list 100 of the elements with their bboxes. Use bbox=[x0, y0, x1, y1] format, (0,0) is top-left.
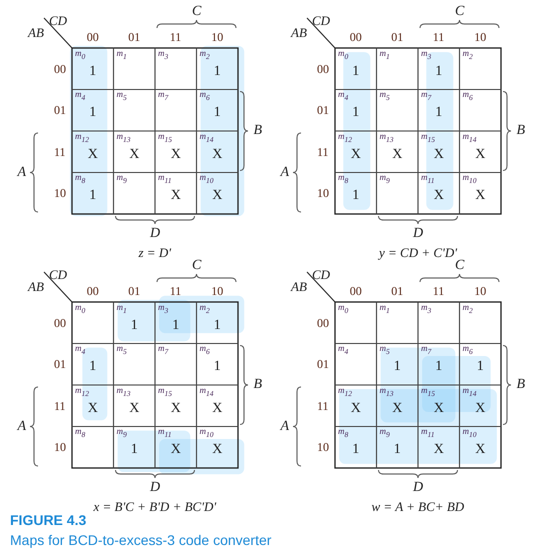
minterm-label: m$_{7}$ bbox=[158, 90, 168, 102]
row-header: 00 bbox=[54, 62, 66, 75]
minterm-label: m$_{6}$ bbox=[462, 344, 473, 356]
minterm-label: m$_{2}$ bbox=[462, 302, 473, 314]
cell-value: 1 bbox=[435, 64, 442, 79]
variable-label: B bbox=[516, 378, 526, 392]
cell-value: 1 bbox=[214, 318, 221, 333]
row-header: 01 bbox=[317, 358, 329, 370]
row-header: 11 bbox=[317, 146, 329, 158]
minterm-label: m$_{13}$ bbox=[116, 386, 130, 397]
row-header: 11 bbox=[54, 146, 66, 158]
variable-label: AB bbox=[291, 26, 307, 38]
minterm-label: m$_{2}$ bbox=[462, 48, 473, 60]
row-header: 10 bbox=[54, 187, 66, 200]
column-header: 10 bbox=[211, 31, 224, 43]
minterm-label: m$_{10}$ bbox=[200, 427, 214, 438]
row-header: 01 bbox=[54, 104, 66, 116]
cell-value: 1 bbox=[89, 189, 96, 204]
variable-label: D bbox=[413, 227, 424, 241]
minterm-label: m$_{11}$ bbox=[158, 427, 172, 438]
variable-label: A bbox=[18, 166, 26, 180]
minterm-label: m$_{15}$ bbox=[158, 386, 172, 397]
minterm-label: m$_{1}$ bbox=[380, 48, 390, 60]
minterm-label: m$_{13}$ bbox=[116, 132, 130, 143]
column-header: 01 bbox=[128, 285, 140, 297]
equation: y = CD + C'D' bbox=[379, 246, 457, 258]
cell-value: X bbox=[129, 402, 140, 416]
cell-value: X bbox=[212, 443, 222, 458]
row-header: 10 bbox=[54, 441, 66, 454]
minterm-label: m$_{15}$ bbox=[158, 132, 172, 143]
column-header: 10 bbox=[474, 31, 486, 43]
cell-value: X bbox=[434, 402, 444, 416]
equation: w = A + BC+ BD bbox=[372, 500, 464, 512]
minterm-label: m$_{6}$ bbox=[200, 90, 210, 102]
cell-value: X bbox=[350, 148, 361, 162]
cell-value: X bbox=[475, 402, 486, 416]
row-header: 11 bbox=[54, 400, 66, 412]
variable-label: CD bbox=[49, 268, 68, 280]
row-header: 00 bbox=[317, 62, 329, 75]
minterm-label: m$_{6}$ bbox=[462, 90, 473, 102]
row-header: 10 bbox=[317, 441, 329, 454]
minterm-label: m$_{11}$ bbox=[421, 427, 434, 438]
minterm-label: m$_{8}$ bbox=[338, 173, 348, 184]
row-header: 00 bbox=[317, 316, 329, 329]
minterm-label: m$_{10}$ bbox=[462, 173, 476, 184]
cell-value: X bbox=[475, 443, 486, 458]
cell-value: X bbox=[475, 148, 486, 162]
column-header: 00 bbox=[350, 285, 362, 297]
variable-label: CD bbox=[49, 14, 68, 26]
variable-label: B bbox=[254, 378, 262, 392]
variable-label: CD bbox=[312, 14, 330, 26]
column-header: 11 bbox=[170, 285, 182, 297]
cell-value: X bbox=[475, 189, 486, 204]
cell-value: 1 bbox=[214, 64, 221, 79]
minterm-label: m$_{0}$ bbox=[338, 302, 348, 314]
minterm-label: m$_{14}$ bbox=[200, 132, 214, 143]
minterm-label: m$_{3}$ bbox=[158, 48, 168, 60]
minterm-label: m$_{9}$ bbox=[380, 427, 390, 438]
minterm-label: m$_{12}$ bbox=[338, 386, 352, 397]
equation: z = D' bbox=[138, 246, 171, 258]
minterm-label: m$_{9}$ bbox=[116, 427, 127, 438]
minterm-label: m$_{7}$ bbox=[421, 90, 432, 102]
minterm-label: m$_{1}$ bbox=[380, 302, 390, 314]
minterm-label: m$_{7}$ bbox=[158, 344, 168, 356]
cell-value: X bbox=[88, 402, 98, 416]
column-header: 11 bbox=[432, 31, 444, 43]
column-header: 01 bbox=[391, 31, 404, 43]
minterm-label: m$_{10}$ bbox=[462, 427, 476, 438]
cell-value: 1 bbox=[89, 106, 96, 120]
minterm-label: m$_{12}$ bbox=[75, 386, 89, 397]
cell-value: 1 bbox=[89, 360, 96, 374]
variable-label: C bbox=[455, 5, 464, 19]
minterm-label: m$_{5}$ bbox=[380, 344, 390, 356]
minterm-label: m$_{5}$ bbox=[116, 90, 127, 102]
variable-label: D bbox=[150, 481, 160, 495]
minterm-label: m$_{0}$ bbox=[75, 48, 86, 60]
column-header: 11 bbox=[170, 31, 182, 43]
minterm-label: m$_{3}$ bbox=[158, 302, 168, 314]
cell-value: X bbox=[212, 148, 222, 162]
cell-value: 1 bbox=[476, 360, 484, 374]
cell-value: X bbox=[392, 148, 402, 162]
cell-value: X bbox=[392, 402, 402, 416]
minterm-label: m$_{4}$ bbox=[338, 344, 348, 356]
minterm-label: m$_{5}$ bbox=[380, 90, 390, 102]
variable-label: C bbox=[455, 259, 464, 273]
cell-value: 1 bbox=[435, 360, 442, 374]
cell-value: 1 bbox=[89, 64, 96, 79]
minterm-label: m$_{8}$ bbox=[75, 173, 86, 184]
cell-value: X bbox=[212, 402, 222, 416]
row-header: 01 bbox=[54, 358, 66, 370]
variable-label: AB bbox=[28, 280, 44, 292]
cell-value: X bbox=[434, 189, 444, 204]
cell-value: X bbox=[212, 189, 222, 204]
column-header: 10 bbox=[474, 285, 486, 297]
minterm-label: m$_{13}$ bbox=[380, 132, 394, 143]
cell-value: 1 bbox=[214, 106, 221, 120]
column-header: 01 bbox=[128, 31, 140, 43]
cell-value: X bbox=[88, 148, 98, 162]
minterm-label: m$_{8}$ bbox=[75, 427, 86, 438]
variable-label: D bbox=[413, 481, 424, 495]
